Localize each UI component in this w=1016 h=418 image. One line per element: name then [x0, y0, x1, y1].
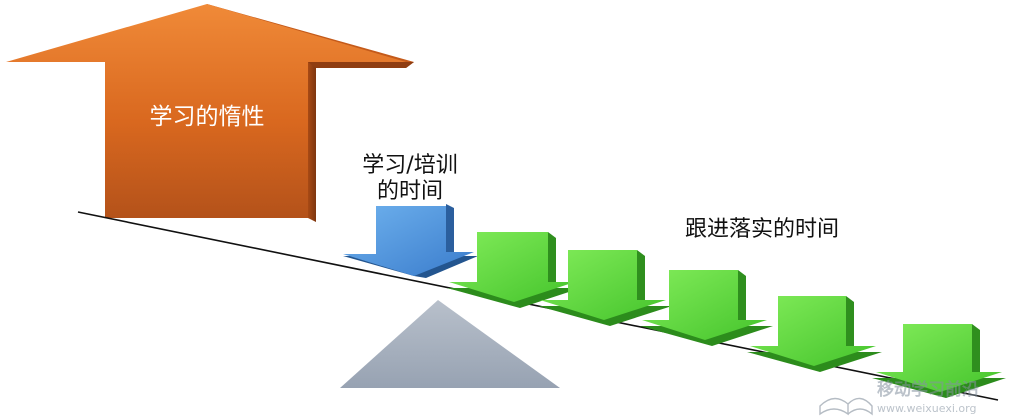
followup-arrow-5 [872, 324, 1006, 398]
followup-arrow-3-side [738, 270, 746, 320]
inertia-arrow-side [308, 56, 316, 222]
training-arrow-side [446, 204, 454, 252]
inertia-arrow: 学习的惰性 [6, 4, 414, 222]
inertia-arrow-face [6, 4, 406, 218]
followup-arrow-2 [538, 250, 672, 326]
followup-arrow-4 [747, 296, 882, 372]
followup-arrow-5-side [972, 324, 980, 372]
followup-arrow-2-side [637, 250, 645, 300]
followup-label: 跟进落实的时间 [685, 217, 839, 242]
followup-arrow-4-side [846, 296, 854, 346]
training-arrow [343, 204, 478, 278]
watermark: 移动学习前沿 www.weixuexi.org [819, 379, 979, 416]
inertia-arrow-shoulder [308, 62, 414, 68]
inertia-label: 学习的惰性 [150, 104, 265, 130]
followup-arrow-1-face [449, 232, 575, 302]
training-label-line2: 的时间 [377, 179, 443, 204]
watermark-site: www.weixuexi.org [877, 402, 976, 415]
followup-arrow-3-face [642, 270, 767, 340]
followup-arrow-1-side [548, 232, 556, 282]
training-label-line1: 学习/培训 [362, 153, 457, 178]
watermark-book-icon [819, 397, 873, 416]
watermark-brand: 移动学习前沿 [877, 379, 979, 400]
followup-arrow-5-face [876, 324, 1002, 392]
followup-arrow-4-face [750, 296, 876, 366]
training-arrow-face [343, 206, 474, 276]
followup-arrow-2-face [540, 250, 666, 320]
followup-arrow-3 [640, 270, 773, 346]
followup-arrow-1 [447, 232, 581, 308]
fulcrum-triangle [340, 300, 560, 388]
